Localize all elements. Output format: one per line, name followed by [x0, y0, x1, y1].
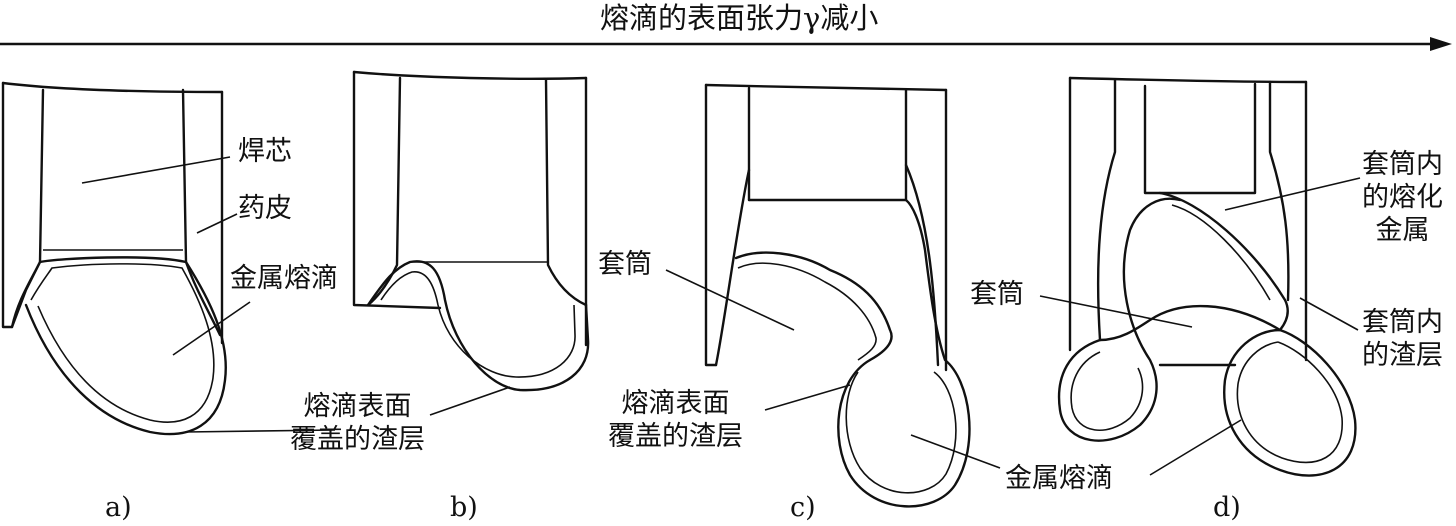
label-sleeve-d: 套筒: [970, 279, 1024, 310]
panel-a-droplet: [10, 256, 227, 436]
panel-c: [665, 83, 1001, 508]
caption-a: a): [105, 492, 132, 523]
caption-b: b): [450, 492, 478, 523]
panel-a-coating: [1, 81, 45, 329]
label-metal-droplet-a: 金属熔滴: [230, 263, 338, 294]
label-sleeve-c: 套筒: [598, 249, 652, 280]
surface-tension-arrow: [0, 37, 1452, 51]
header-text: 熔滴的表面张力γ减小: [600, 1, 879, 35]
panel-b-droplet: [366, 260, 590, 392]
label-slag-cover-a: 熔滴表面 覆盖的渣层: [290, 391, 425, 455]
panel-d: [1039, 76, 1361, 477]
panel-d-right-droplet: [1223, 328, 1357, 477]
panel-c-droplet: [837, 198, 971, 508]
panel-b: [352, 70, 590, 416]
caption-d: d): [1213, 492, 1241, 523]
label-core: 焊芯: [238, 136, 292, 167]
panel-a: [1, 81, 336, 436]
panel-d-left-droplet: [1057, 197, 1182, 442]
label-slag-in-sleeve: 套筒内 的渣层: [1362, 307, 1443, 371]
label-molten-metal-in-sleeve: 套筒内 的熔化 金属: [1362, 149, 1443, 246]
label-coating: 药皮: [238, 193, 292, 224]
label-slag-cover-c: 熔滴表面 覆盖的渣层: [608, 388, 743, 452]
label-metal-droplet-c: 金属熔滴: [1005, 463, 1113, 494]
caption-c: c): [790, 492, 816, 523]
